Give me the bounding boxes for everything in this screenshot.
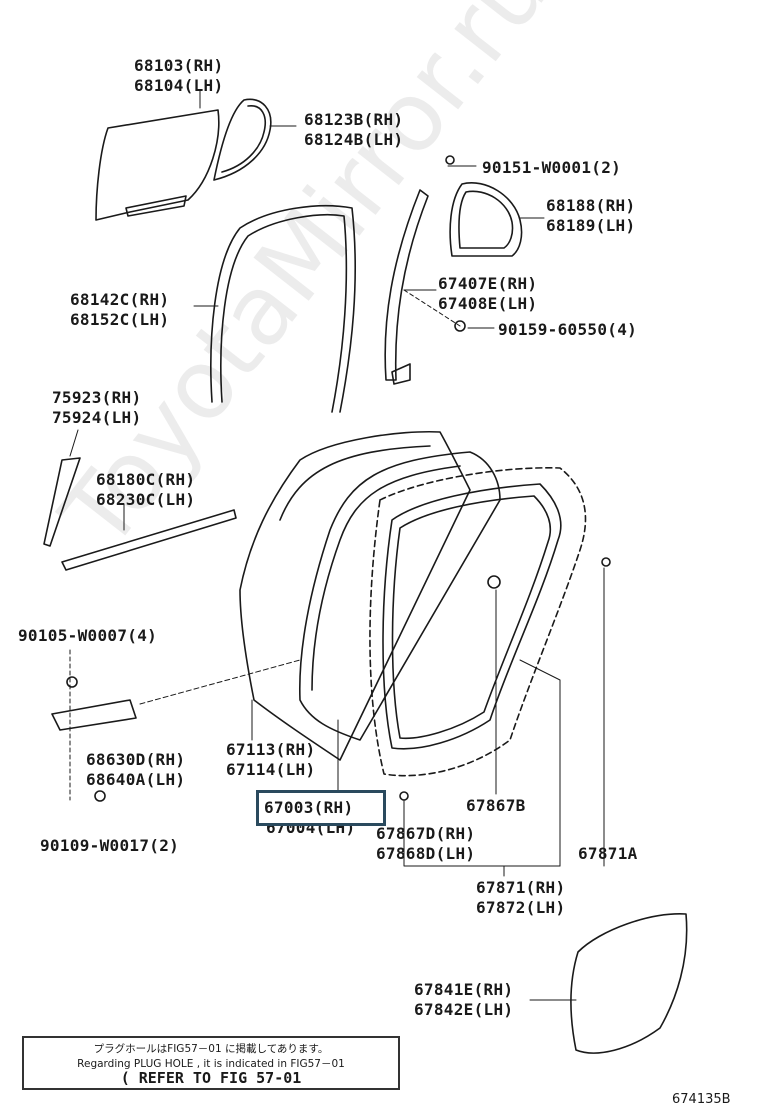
label-67872[interactable]: 67872(LH) xyxy=(476,898,566,917)
plug-hole-note: プラグホールはFIG57－01 に掲載してあります。 Regarding PLU… xyxy=(22,1036,400,1090)
label-67408e[interactable]: 67408E(LH) xyxy=(438,294,538,313)
note-japanese: プラグホールはFIG57－01 に掲載してあります。 xyxy=(93,1043,329,1055)
division-bar xyxy=(384,189,429,381)
label-68180c[interactable]: 68180C(RH) xyxy=(96,470,196,489)
label-68630d[interactable]: 68630D(RH) xyxy=(86,750,186,769)
label-67003[interactable]: 67003(RH) xyxy=(264,798,354,817)
label-68123b[interactable]: 68123B(RH) xyxy=(304,110,404,129)
label-90151[interactable]: 90151-W0001(2) xyxy=(482,158,622,177)
pillar-garnish xyxy=(43,457,81,547)
door-glass xyxy=(95,109,220,221)
label-68188[interactable]: 68188(RH) xyxy=(546,196,636,215)
label-67842e[interactable]: 67842E(LH) xyxy=(414,1000,514,1019)
belt-moulding xyxy=(61,509,237,571)
note-reference[interactable]: ( REFER TO FIG 57-01 xyxy=(120,1069,302,1087)
label-67867b[interactable]: 67867B xyxy=(466,796,526,815)
note-english: Regarding PLUG HOLE , it is indicated in… xyxy=(77,1058,345,1070)
door-weatherstrip xyxy=(382,483,562,750)
door-hinge xyxy=(51,699,137,731)
label-67407e[interactable]: 67407E(RH) xyxy=(438,274,538,293)
label-90109[interactable]: 90109-W0017(2) xyxy=(40,836,180,855)
label-90159[interactable]: 90159-60550(4) xyxy=(498,320,638,339)
door-subassembly xyxy=(298,451,501,741)
label-68103[interactable]: 68103(RH) xyxy=(134,56,224,75)
door-outer-panel xyxy=(239,430,471,761)
rear-quarter-window xyxy=(449,182,523,257)
figure-number: 674135B xyxy=(672,1092,731,1107)
label-68124b[interactable]: 68124B(LH) xyxy=(304,130,404,149)
label-75923[interactable]: 75923(RH) xyxy=(52,388,142,407)
label-67114[interactable]: 67114(LH) xyxy=(226,760,316,779)
label-67867d[interactable]: 67867D(RH) xyxy=(376,824,476,843)
label-90105[interactable]: 90105-W0007(4) xyxy=(18,626,158,645)
label-67868d[interactable]: 67868D(LH) xyxy=(376,844,476,863)
label-68152c[interactable]: 68152C(LH) xyxy=(70,310,170,329)
label-67113[interactable]: 67113(RH) xyxy=(226,740,316,759)
label-68104[interactable]: 68104(LH) xyxy=(134,76,224,95)
label-67871[interactable]: 67871(RH) xyxy=(476,878,566,897)
label-68189[interactable]: 68189(LH) xyxy=(546,216,636,235)
label-68230c[interactable]: 68230C(LH) xyxy=(96,490,196,509)
label-68142c[interactable]: 68142C(RH) xyxy=(70,290,170,309)
label-67871a[interactable]: 67871A xyxy=(578,844,638,863)
glass-run-channel xyxy=(210,205,357,413)
label-75924[interactable]: 75924(LH) xyxy=(52,408,142,427)
selected-part-highlight[interactable] xyxy=(256,790,386,826)
label-68640a[interactable]: 68640A(LH) xyxy=(86,770,186,789)
label-67841e[interactable]: 67841E(RH) xyxy=(414,980,514,999)
quarter-glass xyxy=(213,98,272,181)
service-hole-cover xyxy=(570,913,688,1054)
